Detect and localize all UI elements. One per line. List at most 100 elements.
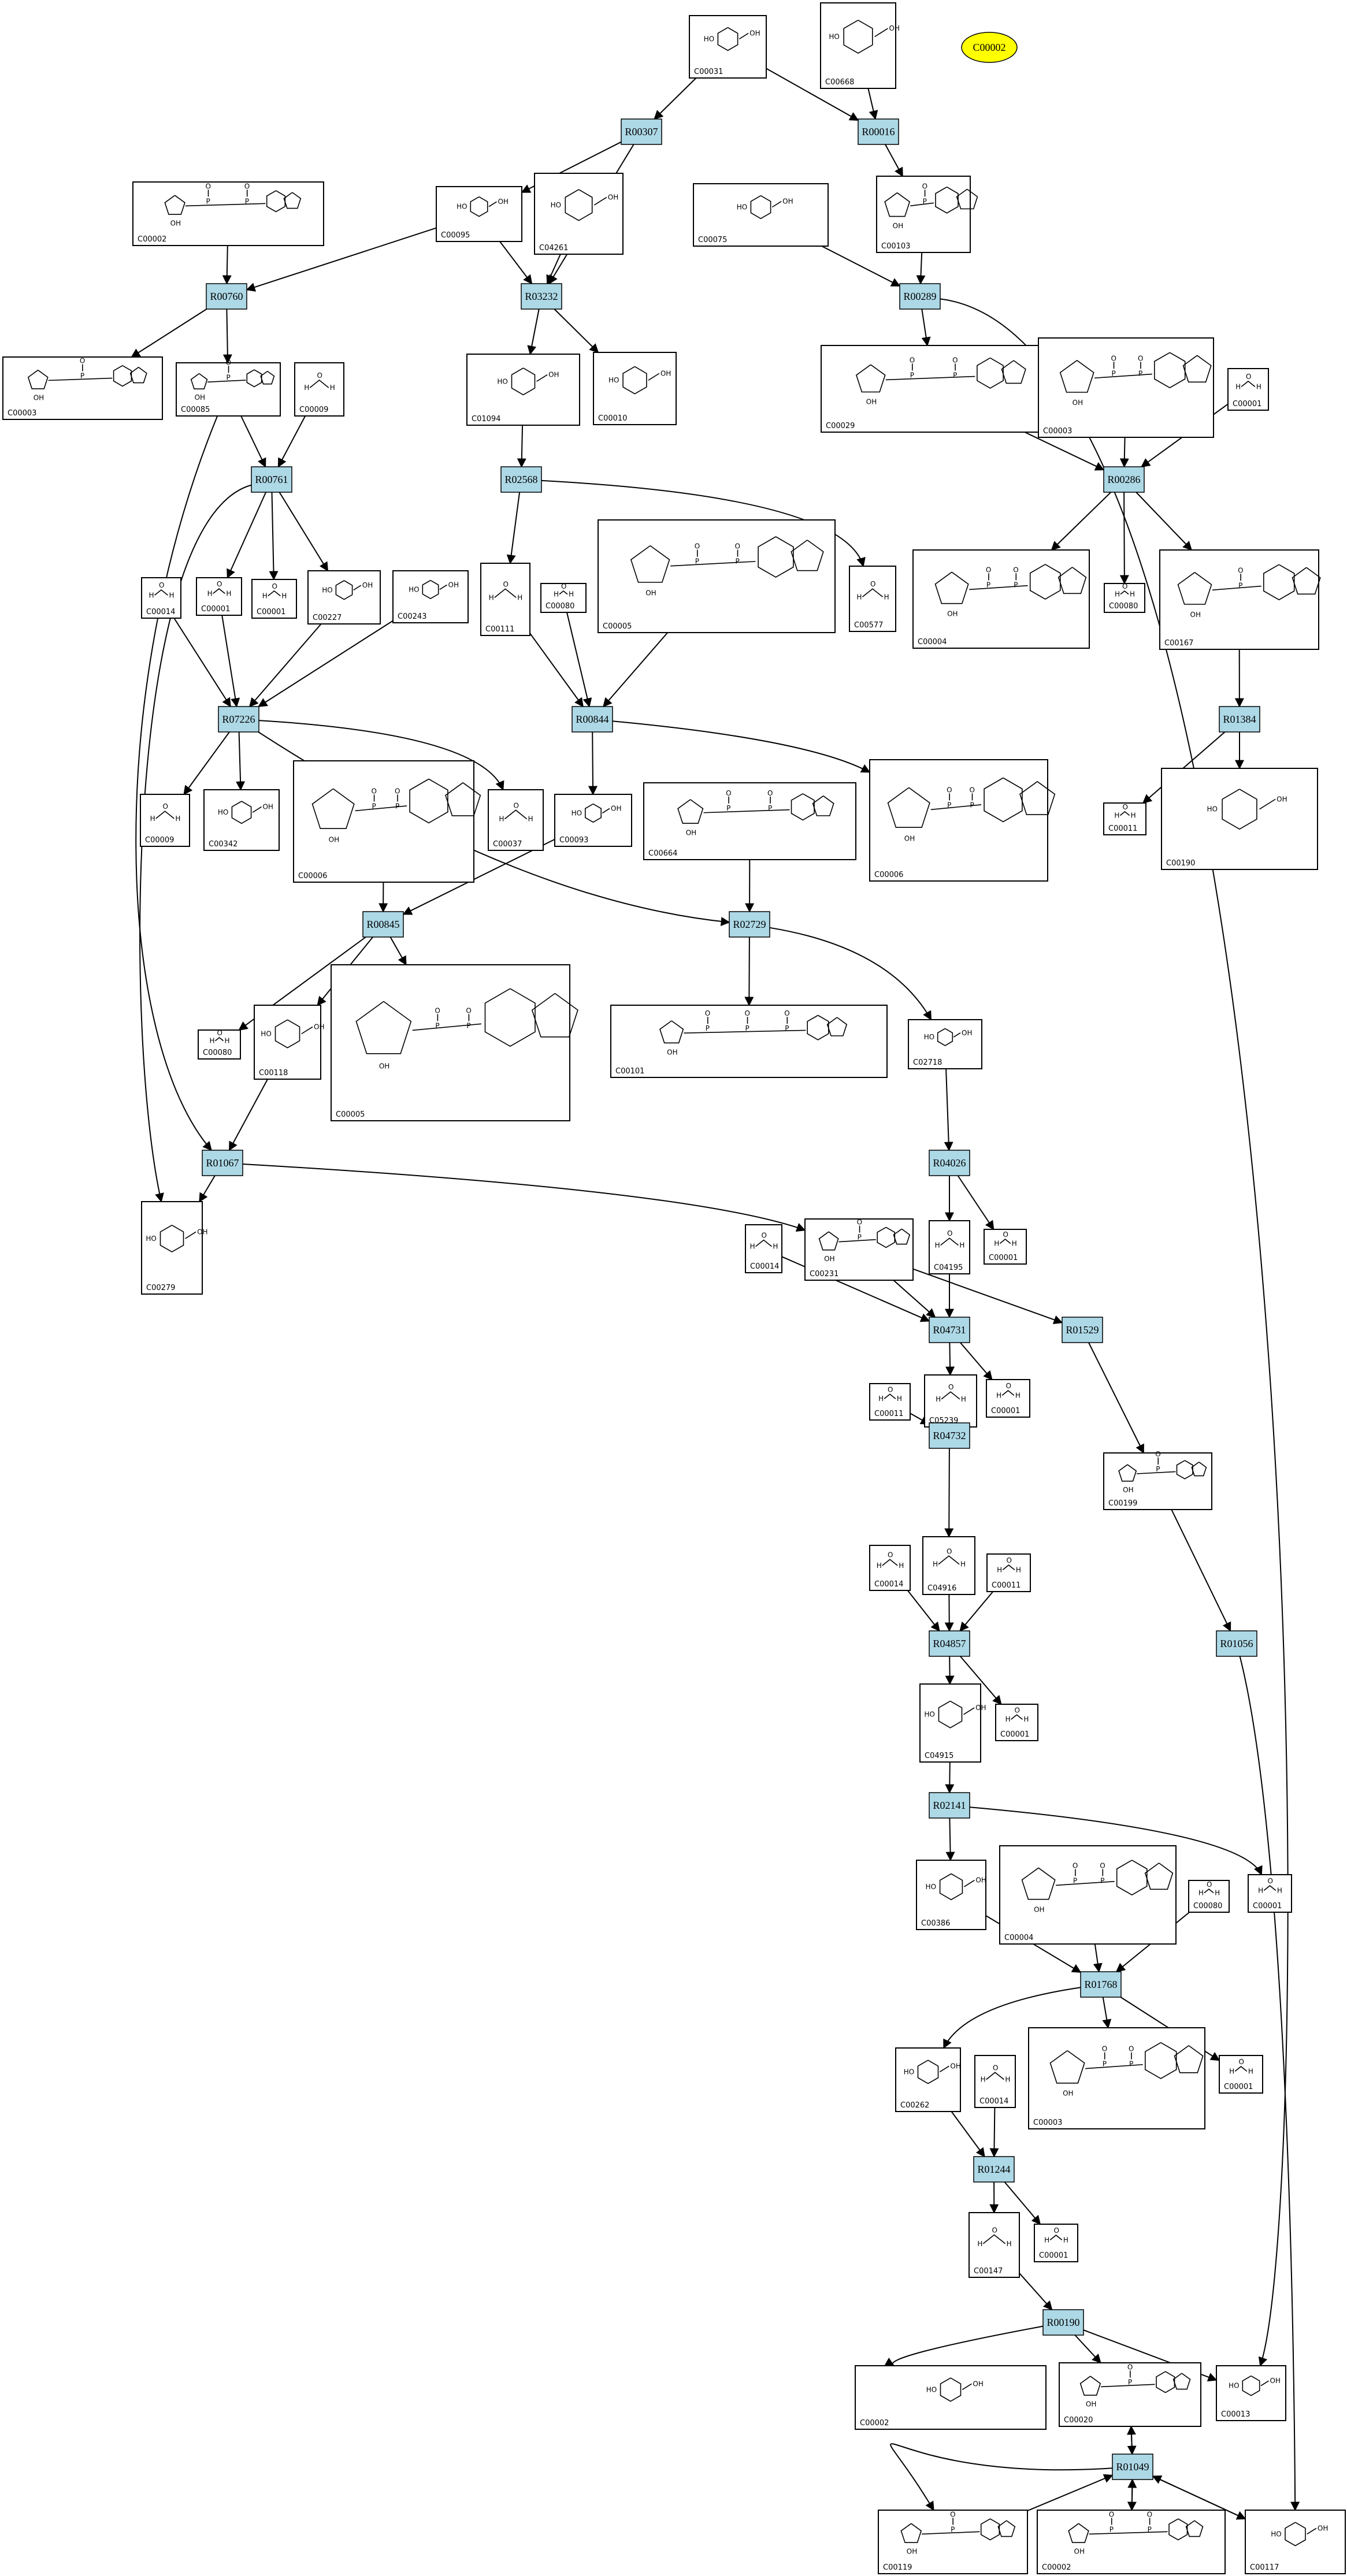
reaction-node[interactable]: R00845 — [362, 911, 404, 938]
svg-text:P: P — [910, 371, 914, 379]
reaction-node[interactable]: R01049 — [1112, 2454, 1153, 2480]
reaction-node[interactable]: R02729 — [729, 911, 770, 938]
reaction-node[interactable]: R01244 — [973, 2156, 1015, 2183]
reaction-node[interactable]: R02568 — [500, 466, 542, 493]
reaction-node[interactable]: R00286 — [1103, 466, 1145, 493]
reaction-node[interactable]: R04026 — [929, 1150, 970, 1176]
reaction-node[interactable]: R01384 — [1219, 706, 1260, 733]
reaction-node[interactable]: R01529 — [1062, 1317, 1103, 1343]
reaction-node[interactable]: R04731 — [929, 1317, 970, 1343]
reaction-node[interactable]: R00289 — [899, 283, 941, 310]
reaction-node[interactable]: R02141 — [929, 1792, 970, 1819]
reaction-node[interactable]: R01056 — [1216, 1630, 1257, 1657]
svg-text:OH: OH — [950, 2062, 960, 2070]
reaction-node[interactable]: R01768 — [1080, 1971, 1122, 1998]
reaction-node[interactable]: R00761 — [251, 466, 292, 493]
reaction-node[interactable]: R00307 — [621, 118, 662, 145]
reaction-node[interactable]: R00844 — [572, 706, 613, 733]
edge-arrow — [945, 1761, 955, 1794]
reaction-node[interactable]: R03232 — [521, 283, 562, 310]
reaction-node[interactable]: R04732 — [929, 1422, 970, 1449]
reaction-node[interactable]: R07226 — [218, 706, 259, 733]
reaction-node[interactable]: R00190 — [1042, 2309, 1084, 2336]
reaction-node[interactable]: R00760 — [206, 283, 247, 310]
reaction-node[interactable]: R00016 — [858, 118, 899, 145]
reaction-node[interactable]: R01067 — [202, 1150, 243, 1176]
reaction-node[interactable]: R04857 — [929, 1630, 970, 1657]
